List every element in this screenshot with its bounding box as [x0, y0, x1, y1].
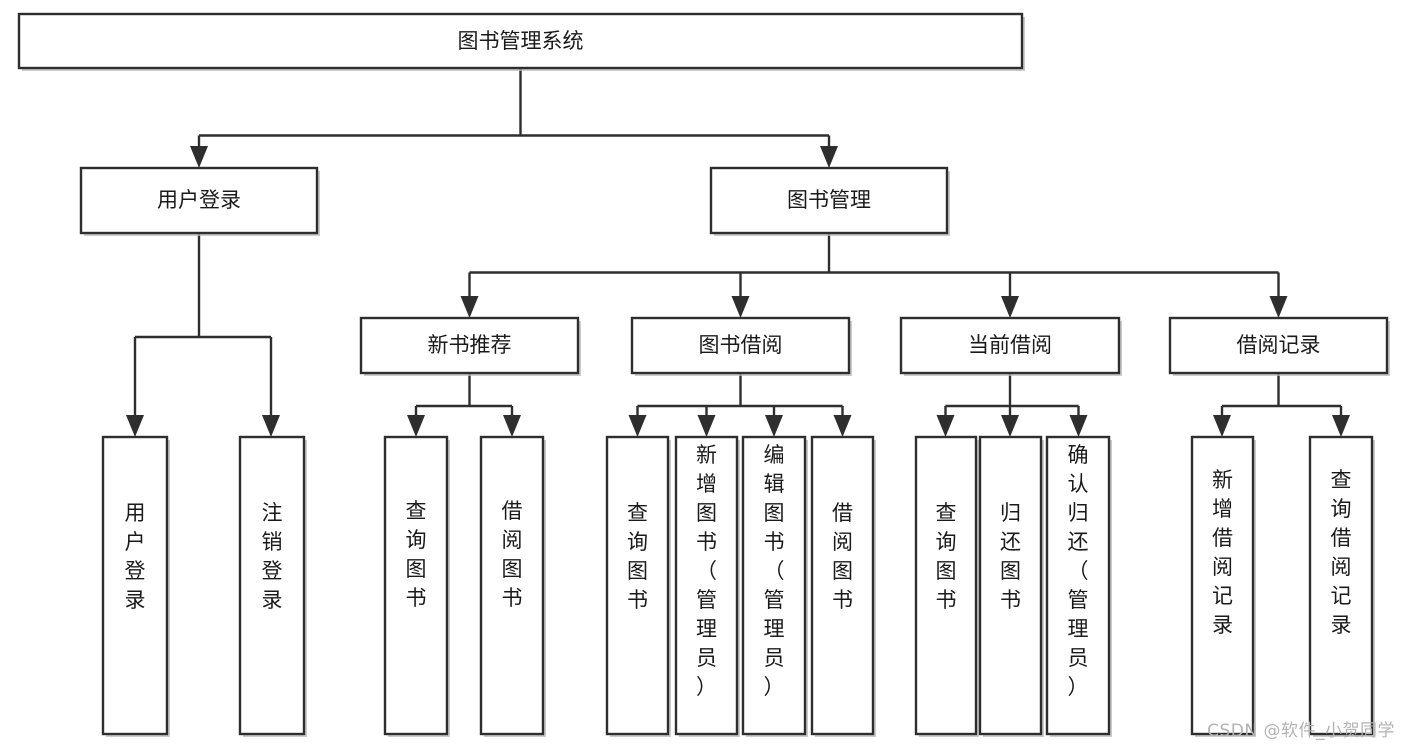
node-leaf-cb-query-book-box	[914, 435, 978, 736]
arrow-head-bb-borrow-book	[833, 415, 852, 437]
node-leaf-cb-query-book[interactable]: 查询图书	[914, 435, 979, 737]
arrow-head-new-book	[460, 296, 479, 318]
node-root-box	[17, 12, 1024, 70]
node-leaf-cb-query-book-label: 查询图书	[936, 501, 957, 612]
node-leaf-br-add-record-box	[1190, 435, 1255, 736]
arrow-head-leaf-user-login	[126, 415, 144, 437]
arrow-head-cb-query-book	[936, 415, 955, 437]
node-leaf-cb-confirm-return[interactable]: 确认归还（管理员）	[1045, 435, 1112, 737]
node-leaf-br-add-record[interactable]: 新增借阅记录	[1190, 435, 1256, 737]
node-borrow-record-box	[1168, 316, 1389, 375]
node-leaf-nb-query-book-label: 查询图书	[406, 499, 427, 610]
node-book-borrow-box	[630, 316, 851, 375]
node-user-login-label: 用户登录	[157, 188, 241, 212]
node-leaf-cb-confirm-return-label: 确认归还（管理员）	[1068, 443, 1089, 699]
node-leaf-br-query-record[interactable]: 查询借阅记录	[1308, 435, 1375, 737]
arrow-head-br-query-record	[1332, 415, 1350, 437]
arrow-head-nb-borrow-book	[503, 415, 521, 437]
arrow-head-cb-return-book	[1001, 415, 1019, 437]
arrow-head-book-borrow	[731, 296, 750, 318]
node-book-manage[interactable]: 图书管理	[709, 166, 950, 236]
node-current-borrow-label: 当前借阅	[968, 333, 1052, 357]
arrow-head-leaf-logout	[262, 415, 280, 437]
node-leaf-bb-edit-book-box	[741, 435, 807, 736]
node-root[interactable]: 图书管理系统	[17, 12, 1025, 71]
node-borrow-record-label: 借阅记录	[1237, 333, 1321, 357]
node-leaf-bb-query-book[interactable]: 查询图书	[605, 435, 671, 737]
arrow-head-user-login	[190, 146, 208, 168]
node-leaf-br-query-record-box	[1308, 435, 1374, 736]
node-leaf-bb-edit-book[interactable]: 编辑图书（管理员）	[741, 435, 808, 737]
node-new-book-recommend-label: 新书推荐	[428, 333, 512, 357]
node-leaf-logout-box	[238, 435, 306, 736]
node-user-login[interactable]: 用户登录	[79, 166, 320, 236]
arrow-head-br-add-record	[1213, 415, 1231, 437]
node-root-label: 图书管理系统	[458, 29, 584, 53]
node-leaf-nb-borrow-book-label: 借阅图书	[502, 499, 523, 610]
node-book-manage-label: 图书管理	[787, 188, 871, 212]
node-book-borrow-label: 图书借阅	[699, 333, 783, 357]
csdn-watermark: CSDN @软件_小贺同学	[1207, 721, 1395, 741]
node-leaf-user-login-label: 用户登录	[125, 501, 146, 612]
node-book-borrow[interactable]: 图书借阅	[630, 316, 852, 376]
node-current-borrow-box	[899, 316, 1121, 375]
arrow-head-book-manage	[820, 146, 838, 168]
node-leaf-bb-add-book-label: 新增图书（管理员）	[696, 443, 717, 699]
node-leaf-nb-query-book-box	[383, 435, 449, 736]
arrow-head-bb-edit-book	[765, 415, 783, 437]
node-leaf-br-query-record-label: 查询借阅记录	[1331, 468, 1352, 637]
node-leaf-cb-confirm-return-box	[1045, 435, 1111, 736]
node-leaf-bb-add-book[interactable]: 新增图书（管理员）	[674, 435, 740, 737]
node-leaf-bb-query-book-label: 查询图书	[627, 501, 648, 612]
node-leaf-bb-query-book-box	[605, 435, 670, 736]
node-leaf-br-add-record-label: 新增借阅记录	[1212, 468, 1233, 637]
node-leaf-nb-borrow-book[interactable]: 借阅图书	[479, 435, 546, 737]
node-leaf-bb-borrow-book[interactable]: 借阅图书	[810, 435, 876, 737]
node-leaf-nb-borrow-book-box	[479, 435, 545, 736]
node-current-borrow[interactable]: 当前借阅	[899, 316, 1122, 376]
connector-layer	[126, 68, 1350, 437]
node-leaf-cb-return-book-box	[978, 435, 1043, 736]
arrow-head-current-borrow	[1001, 296, 1019, 318]
arrow-head-bb-query-book	[628, 415, 647, 437]
node-borrow-record[interactable]: 借阅记录	[1168, 316, 1390, 376]
node-leaf-bb-borrow-book-box	[810, 435, 875, 736]
node-book-manage-box	[709, 166, 949, 235]
node-leaf-bb-edit-book-label: 编辑图书（管理员）	[764, 443, 785, 699]
node-new-book-recommend-box	[359, 316, 580, 375]
node-leaf-bb-borrow-book-label: 借阅图书	[832, 501, 853, 612]
node-leaf-cb-return-book[interactable]: 归还图书	[978, 435, 1044, 737]
node-leaf-logout-label: 注销登录	[262, 501, 283, 612]
node-user-login-box	[79, 166, 319, 235]
arrow-head-borrow-record	[1269, 296, 1288, 318]
node-new-book-recommend[interactable]: 新书推荐	[359, 316, 581, 376]
node-leaf-logout[interactable]: 注销登录	[238, 435, 307, 737]
arrow-head-bb-add-book	[697, 415, 716, 437]
node-leaf-user-login-box	[101, 435, 169, 736]
node-leaf-cb-return-book-label: 归还图书	[1000, 501, 1021, 612]
node-leaf-user-login[interactable]: 用户登录	[101, 435, 170, 737]
node-leaf-nb-query-book[interactable]: 查询图书	[383, 435, 450, 737]
node-leaf-bb-add-book-box	[674, 435, 739, 736]
arrow-head-cb-confirm-return	[1069, 415, 1088, 437]
arrow-head-nb-query-book	[407, 415, 425, 437]
